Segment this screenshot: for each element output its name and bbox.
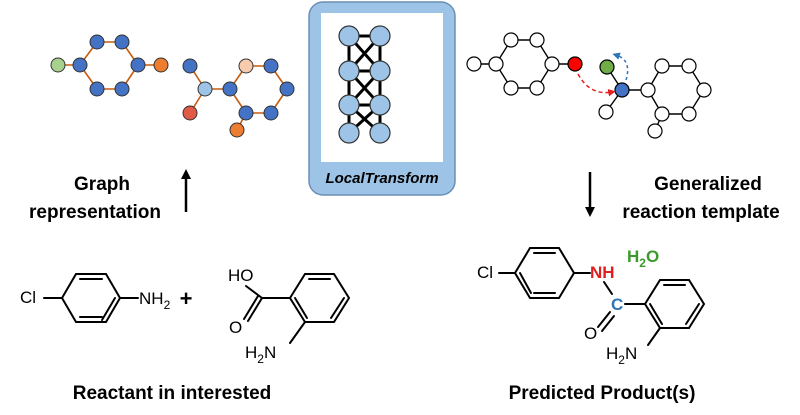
graph-node [153, 57, 169, 73]
water-o: O [646, 247, 659, 266]
product-n: N [625, 344, 637, 363]
nn-node [338, 94, 360, 116]
reactant-caption: Reactant in interested [73, 383, 272, 404]
graph-node [640, 82, 656, 98]
graph-node [229, 122, 245, 138]
graph-label-line1: Graph [74, 174, 130, 195]
graph-node [654, 106, 670, 122]
template-graph [466, 32, 712, 139]
water-sub: 2 [639, 256, 646, 270]
graph-node [544, 56, 560, 72]
graph-label-line2: representation [29, 202, 161, 223]
graph-node [488, 56, 504, 72]
graph-node [114, 34, 130, 50]
nn-node [369, 60, 391, 82]
graph-node [222, 81, 238, 97]
svg-text:NH2: NH2 [139, 289, 171, 312]
reactant2-n: N [264, 343, 276, 362]
reactant-1-structure: Cl NH2 [20, 273, 171, 323]
water-formula: H2O [627, 247, 659, 270]
graph-node [130, 57, 146, 73]
graph-node [114, 81, 130, 97]
blue-dashed-arrow [612, 52, 629, 81]
product-o: O [584, 324, 597, 343]
reactant-graph-1 [50, 34, 169, 97]
graph-node [598, 104, 614, 120]
plus-sign: + [180, 286, 193, 311]
graph-node [238, 58, 254, 74]
graph-node [263, 58, 279, 74]
red-dashed-arrow [577, 73, 616, 97]
graph-node [466, 56, 482, 72]
reacting-node-green [599, 59, 615, 75]
graph-node [72, 57, 88, 73]
reactant2-ho: HO [228, 266, 254, 285]
reactant2-h: H [245, 343, 257, 362]
nn-node [338, 60, 360, 82]
product-caption: Predicted Product(s) [509, 383, 696, 404]
graph-node [197, 81, 213, 97]
graph-node [681, 58, 697, 74]
product-c: C [611, 295, 623, 314]
graph-node [89, 34, 105, 50]
product-sub: 2 [618, 353, 625, 367]
graph-node [654, 58, 670, 74]
reactant2-sub: 2 [257, 352, 264, 366]
reactant-2-structure: HO O H2N [228, 266, 351, 366]
reactant-graph-2 [182, 58, 295, 138]
product-h: H [606, 344, 618, 363]
water-h: H [627, 247, 639, 266]
reacting-node-red [567, 56, 583, 72]
model-panel: LocalTransform [308, 1, 456, 196]
reactant1-cl: Cl [20, 288, 36, 307]
nn-node [369, 94, 391, 116]
graph-node [238, 105, 254, 121]
graph-node [50, 57, 66, 73]
reactant2-o: O [229, 318, 242, 337]
svg-text:H2N: H2N [245, 343, 276, 366]
graph-node [182, 58, 198, 74]
graph-node [696, 82, 712, 98]
graph-node [681, 106, 697, 122]
template-label-line2: reaction template [622, 202, 779, 223]
graph-node [279, 81, 295, 97]
template-label-line1: Generalized [654, 174, 762, 195]
reactant1-nh: NH [139, 289, 164, 308]
product-nh: NH [590, 263, 615, 282]
graph-node [529, 80, 545, 96]
graph-node [503, 80, 519, 96]
model-name: LocalTransform [325, 170, 438, 187]
graph-node [529, 32, 545, 48]
graph-node [263, 105, 279, 121]
graph-node [182, 105, 198, 121]
reacting-node-blue [614, 82, 630, 98]
svg-text:H2N: H2N [606, 344, 637, 367]
nn-node [338, 122, 360, 144]
nn-node [369, 25, 391, 47]
graph-node [89, 81, 105, 97]
graph-node [503, 32, 519, 48]
product-structure: Cl NH H2O C O H2N [477, 247, 706, 367]
nn-node [338, 25, 360, 47]
reactant1-sub: 2 [164, 298, 171, 312]
product-cl: Cl [477, 263, 493, 282]
graph-node [647, 123, 663, 139]
nn-node [369, 122, 391, 144]
